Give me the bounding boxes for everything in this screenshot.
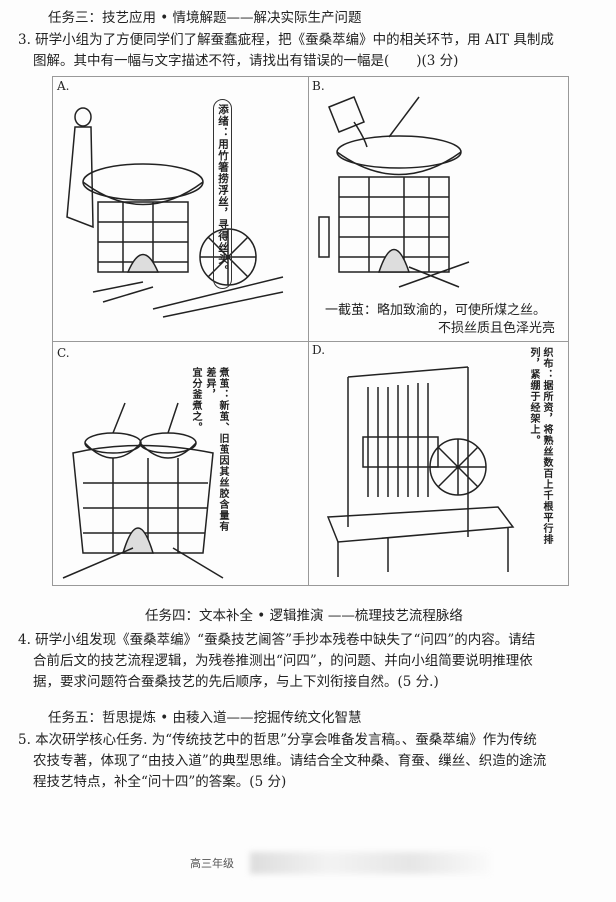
panel-b-label: B. [312,79,325,93]
question-4-cont-1: 合前后文的技艺流程逻辑，为残卷推测出“问四”，的问题、并向小组简要说明推理依 [33,653,533,669]
question-3: 3. 研学小组为了方便同学们了解蚕蠢疵程，把《蚕桑萃编》中的相关环节，用 AIT… [18,32,554,48]
task5-heading: 任务五：哲思提炼 • 由稜入道——挖掘传统文化智慧 [48,710,362,726]
panel-d-label: D. [312,343,326,357]
panel-b-caption-2: 不损丝质且色泽光亮 [438,321,556,336]
question-4-cont-2: 据，要求问题符合蚕桑技艺的先后顺序，与上下刘衔接自然。(5 分.) [33,674,439,690]
task4-heading: 任务四：文本补全 • 逻辑推演 ——梳理技艺流程脉络 [145,608,463,624]
question-5: 5. 本次研学核心任务. 为“传统技艺中的哲思”分享会唯备发言稿。、蚕桑萃编》作… [18,732,537,748]
panel-b-caption-1: 一截茧：略加致渝的，可使所煤之丝。 [325,303,547,318]
panel-d-caption-2: 列，紧绷于经架上。 [528,347,539,446]
blurred-footer [250,852,490,874]
panel-d-illustration [326,366,515,577]
task3-heading: 任务三：技艺应用 • 情境解题——解决实际生产问题 [48,10,362,26]
question-5-cont-2: 程技艺特点，补全“问十四”的答案。(5 分) [33,774,287,790]
panel-c-caption-1: 煮茧：新茧、旧茧因其丝胶含量有差异， [204,367,228,532]
panel-b-illustration [318,96,470,288]
question-4: 4. 研学小组发现《蚕桑萃编》“蚕桑技艺阃答”手抄本残卷中缺失了“问四”的内容。… [18,632,536,648]
panel-c-label: C. [57,346,70,360]
panel-a-illustration [66,107,284,318]
question-3-cont: 图解。其中有一幅与文字描述不符，请找出有错误的一幅是( )(3 分) [33,53,459,69]
page-footer: 高三年级 [190,857,234,870]
question-5-cont-1: 农技专著，体现了“由技入道”的典型思维。请结合全文种桑、育蚕、缫丝、织造的途流 [33,753,547,769]
panel-c-caption-2: 宜分釜煮之。 [190,367,201,433]
panel-a-label: A. [57,79,70,93]
panel-c-illustration [62,402,224,579]
panel-d-caption-1: 织布：据所资，将熟丝数百上千根平行排 [541,347,552,545]
panel-a-caption: 添绪：用竹箸捞浮丝，寻得丝头。 [213,99,232,289]
illustration-grid: A. 添绪：用竹箸捞浮丝，寻得丝头。 B. 一截茧：略 [52,76,569,586]
